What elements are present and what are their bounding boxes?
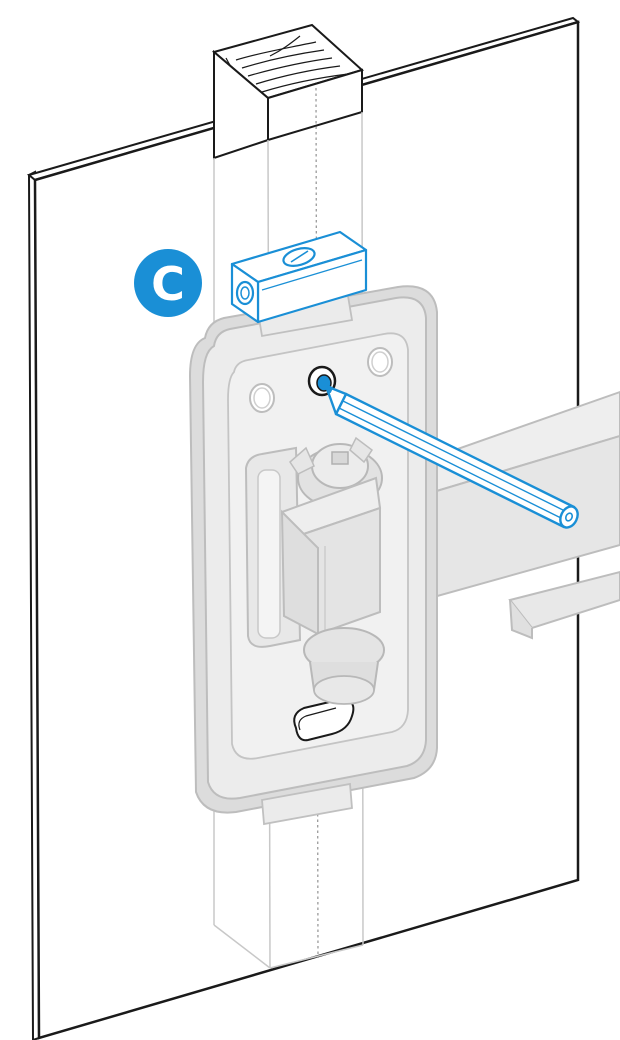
pencil-icon: [324, 384, 579, 529]
step-badge-circle: [134, 249, 202, 317]
wall-mount-bracket-icon: [188, 285, 438, 826]
step-badge: C: [134, 249, 202, 317]
bubble-level-icon: [230, 230, 368, 324]
step-label: C: [151, 257, 185, 311]
